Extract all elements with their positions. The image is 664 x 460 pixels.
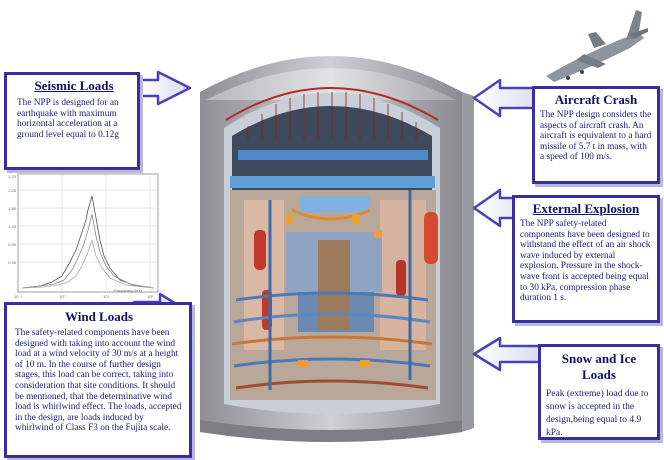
aircraft-crash-title: Aircraft Crash	[554, 92, 638, 107]
y-tick: 1.35	[8, 224, 17, 229]
aircraft-crash-box: Aircraft Crash The NPP design considers …	[532, 86, 660, 184]
wind-loads-text: The safety-related components have been …	[15, 328, 182, 434]
response-spectrum-graph	[17, 173, 159, 293]
x-tick: 10¹	[103, 294, 109, 299]
y-tick: 1.80	[8, 206, 17, 211]
seismic-loads-box: Seismic Loads The NPP is designed for an…	[4, 72, 140, 170]
reactor-building	[200, 56, 474, 442]
wind-loads-box: Wind Loads The safety-related components…	[4, 302, 192, 458]
external-explosion-box: External Explosion The NPP safety-relate…	[512, 195, 660, 323]
x-tick: 10⁻¹	[14, 294, 23, 299]
y-tick: 2.70	[8, 174, 17, 179]
airplane-icon	[546, 10, 648, 82]
seismic-loads-title: Seismic Loads	[34, 78, 114, 93]
aircraft-crash-text: The NPP design considers the aspects of …	[540, 110, 652, 163]
y-tick: 2.25	[8, 188, 17, 193]
x-tick: 10⁰	[59, 294, 65, 299]
y-tick: 0.45	[8, 260, 17, 265]
wind-loads-title: Wind Loads	[64, 309, 134, 324]
snow-ice-loads-box: Snow and Ice Loads Peak (extreme) load d…	[538, 344, 660, 440]
snow-ice-loads-text: Peak (extreme) load due to snow is accep…	[546, 389, 649, 438]
external-explosion-text: The NPP safety-related components have b…	[520, 219, 651, 304]
x-tick: 10²	[147, 294, 153, 299]
external-explosion-title: External Explosion	[532, 201, 640, 216]
snow-ice-loads-title: Snow and Ice Loads	[561, 351, 637, 382]
x-axis-label: Frequency (Hz)	[114, 288, 142, 293]
y-tick: 0.90	[8, 242, 17, 247]
seismic-loads-text: The NPP is designed for an earthquake wi…	[17, 98, 119, 140]
